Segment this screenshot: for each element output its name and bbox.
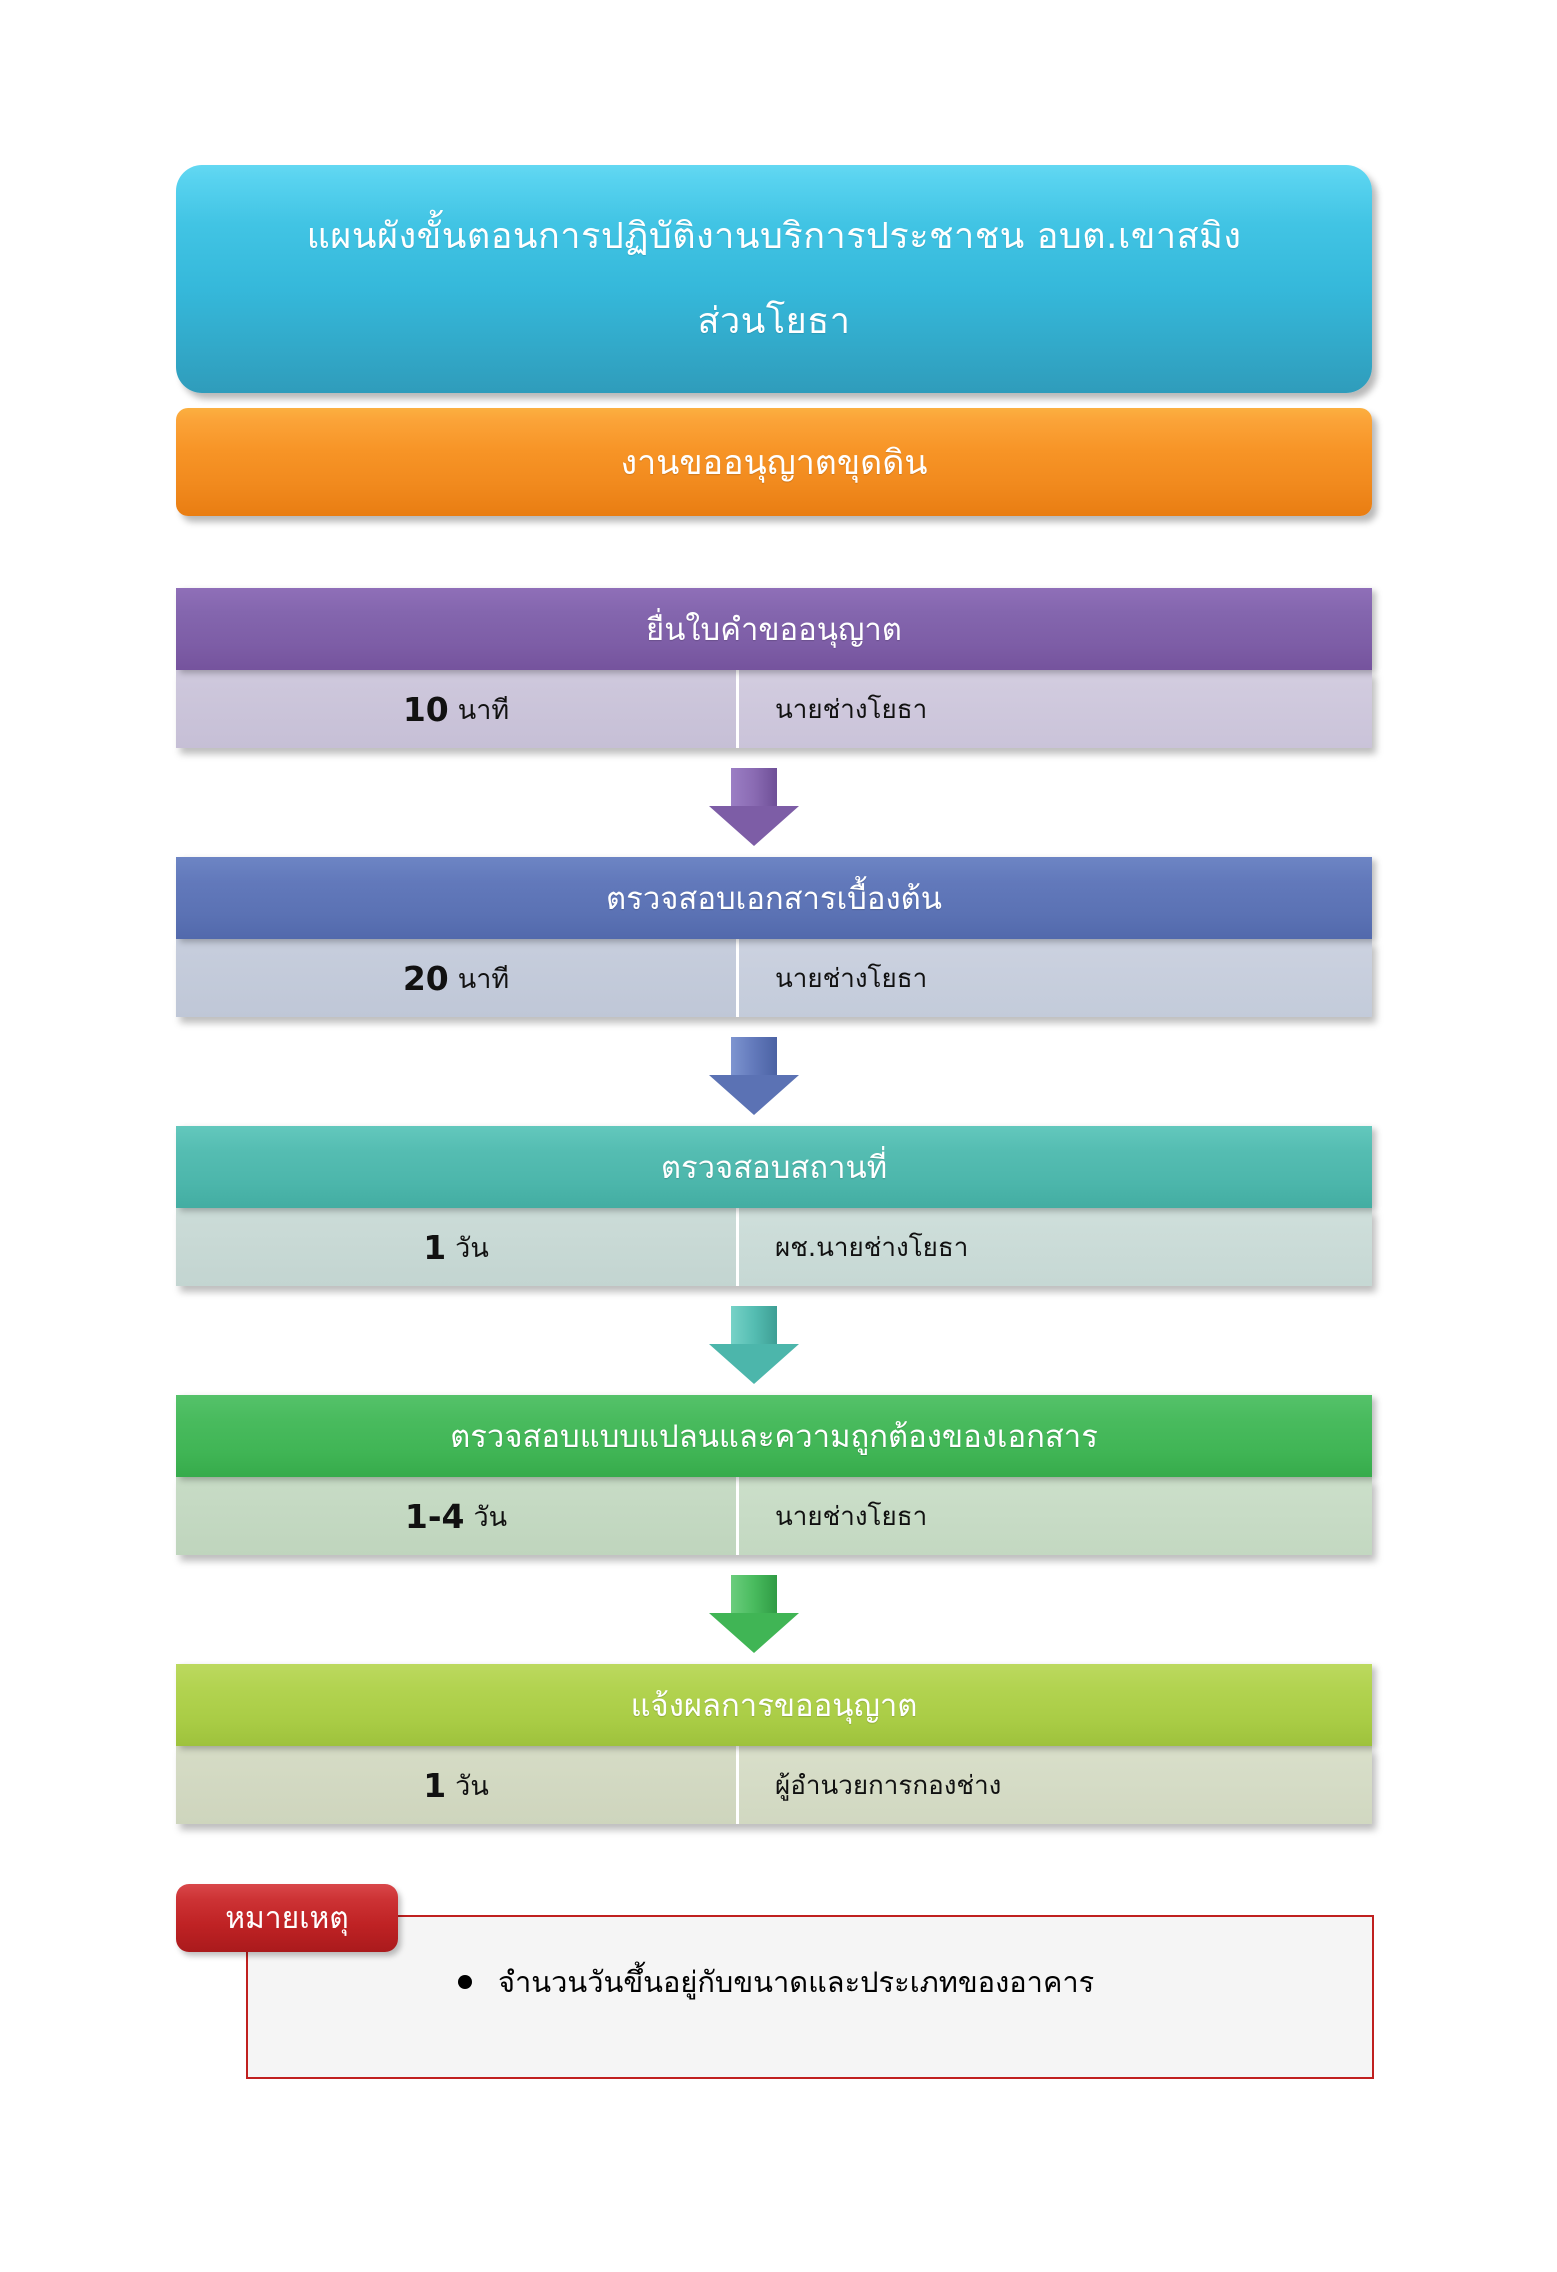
step-2-duration-number: 20 [402, 958, 449, 998]
step-5-detail-row: 1 วัน ผู้อำนวยการกองช่าง [176, 1746, 1372, 1824]
arrow-head [709, 1344, 799, 1384]
step-1-duration: 10 นาที [176, 670, 736, 748]
arrow-head [709, 1075, 799, 1115]
step-1-detail-row: 10 นาที นายช่างโยธา [176, 670, 1372, 748]
process-subtitle-bar: งานขออนุญาตขุดดิน [176, 408, 1372, 516]
step-1-duration-number: 10 [402, 689, 449, 729]
process-step-5: แจ้งผลการขออนุญาต 1 วัน ผู้อำนวยการกองช่… [176, 1664, 1372, 1824]
step-5-label: แจ้งผลการขออนุญาต [176, 1664, 1372, 1746]
chart-title-line-1: แผนผังขั้นตอนการปฏิบัติงานบริการประชาชน … [306, 216, 1242, 257]
step-1-label: ยื่นใบคำขออนุญาต [176, 588, 1372, 670]
step-5-duration: 1 วัน [176, 1746, 736, 1824]
arrow-down-icon-1 [709, 768, 799, 846]
step-3-duration-unit: วัน [455, 1232, 489, 1264]
step-2-label: ตรวจสอบเอกสารเบื้องต้น [176, 857, 1372, 939]
process-step-3: ตรวจสอบสถานที่ 1 วัน ผช.นายช่างโยธา [176, 1126, 1372, 1286]
note-tab-label: หมายเหตุ [176, 1884, 398, 1952]
arrow-head [709, 1613, 799, 1653]
step-1-duration-unit: นาที [457, 694, 510, 726]
process-step-4: ตรวจสอบแบบแปลนและความถูกต้องของเอกสาร 1-… [176, 1395, 1372, 1555]
arrow-shaft [731, 768, 777, 808]
step-1-owner: นายช่างโยธา [736, 670, 1372, 748]
bullet-icon [458, 1975, 472, 1989]
step-3-duration-number: 1 [423, 1227, 447, 1267]
step-4-owner: นายช่างโยธา [736, 1477, 1372, 1555]
step-4-duration: 1-4 วัน [176, 1477, 736, 1555]
arrow-down-icon-3 [709, 1306, 799, 1384]
chart-title-box: แผนผังขั้นตอนการปฏิบัติงานบริการประชาชน … [176, 165, 1372, 393]
step-5-duration-unit: วัน [455, 1770, 489, 1802]
arrow-down-icon-2 [709, 1037, 799, 1115]
step-4-duration-unit: วัน [473, 1501, 508, 1533]
step-4-label: ตรวจสอบแบบแปลนและความถูกต้องของเอกสาร [176, 1395, 1372, 1477]
note-box: จำนวนวันขึ้นอยู่กับขนาดและประเภทของอาคาร [246, 1915, 1374, 2079]
step-2-duration-unit: นาที [457, 963, 510, 995]
arrow-shaft [731, 1575, 777, 1615]
arrow-head [709, 806, 799, 846]
step-5-owner: ผู้อำนวยการกองช่าง [736, 1746, 1372, 1824]
process-step-2: ตรวจสอบเอกสารเบื้องต้น 20 นาที นายช่างโย… [176, 857, 1372, 1017]
note-list-item: จำนวนวันขึ้นอยู่กับขนาดและประเภทของอาคาร [458, 1959, 1094, 2005]
step-2-duration: 20 นาที [176, 939, 736, 1017]
step-5-duration-number: 1 [423, 1765, 447, 1805]
step-3-label: ตรวจสอบสถานที่ [176, 1126, 1372, 1208]
note-item-text: จำนวนวันขึ้นอยู่กับขนาดและประเภทของอาคาร [498, 1965, 1095, 1999]
chart-title-line-2: ส่วนโยธา [697, 301, 851, 342]
process-step-1: ยื่นใบคำขออนุญาต 10 นาที นายช่างโยธา [176, 588, 1372, 748]
step-2-detail-row: 20 นาที นายช่างโยธา [176, 939, 1372, 1017]
step-3-duration: 1 วัน [176, 1208, 736, 1286]
step-4-detail-row: 1-4 วัน นายช่างโยธา [176, 1477, 1372, 1555]
step-2-owner: นายช่างโยธา [736, 939, 1372, 1017]
arrow-shaft [731, 1037, 777, 1077]
step-3-detail-row: 1 วัน ผช.นายช่างโยธา [176, 1208, 1372, 1286]
step-4-duration-number: 1-4 [404, 1496, 465, 1536]
step-3-owner: ผช.นายช่างโยธา [736, 1208, 1372, 1286]
arrow-shaft [731, 1306, 777, 1346]
arrow-down-icon-4 [709, 1575, 799, 1653]
